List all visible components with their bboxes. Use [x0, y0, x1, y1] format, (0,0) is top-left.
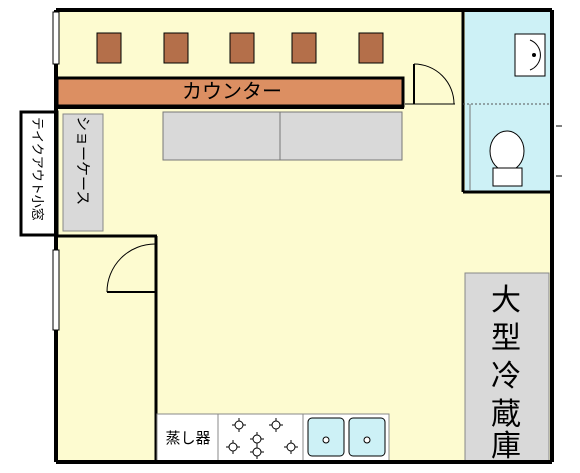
burner-icon [284, 440, 298, 454]
stool [163, 32, 189, 64]
work-table [279, 111, 403, 161]
back-room [56, 236, 156, 462]
steamer [156, 413, 219, 462]
burner-icon [269, 418, 283, 432]
showcase-label: ショーケース [74, 116, 92, 205]
refrigerator-label-1: 大 [491, 283, 521, 318]
steamer-label: 蒸し器 [165, 429, 210, 447]
burner-icon [250, 445, 264, 459]
refrigerator-label-5: 庫 [491, 429, 521, 464]
stool [229, 32, 255, 64]
stool-row [96, 32, 384, 64]
burner-group [226, 418, 298, 459]
burner-icon [250, 432, 264, 446]
washbasin [514, 33, 546, 77]
toilet [489, 130, 525, 187]
refrigerator-label-2: 型 [491, 321, 521, 356]
burner-icon [232, 418, 246, 432]
back-room-door [106, 243, 156, 293]
takeout-window [19, 110, 59, 237]
refrigerator-label-4: 蔵 [491, 397, 521, 432]
work-table [162, 111, 281, 161]
burner-icon [226, 440, 240, 454]
entrance-door [405, 63, 455, 105]
showcase [62, 113, 104, 232]
takeout-window-label: テイクアウト小窓 [29, 117, 45, 221]
stool [358, 32, 384, 64]
stool [291, 32, 317, 64]
counter [55, 76, 405, 108]
window [52, 11, 60, 65]
refrigerator [464, 272, 550, 463]
stool [96, 32, 122, 64]
window [52, 249, 60, 331]
counter-label: カウンター [182, 79, 282, 103]
refrigerator-label-3: 冷 [491, 359, 521, 394]
